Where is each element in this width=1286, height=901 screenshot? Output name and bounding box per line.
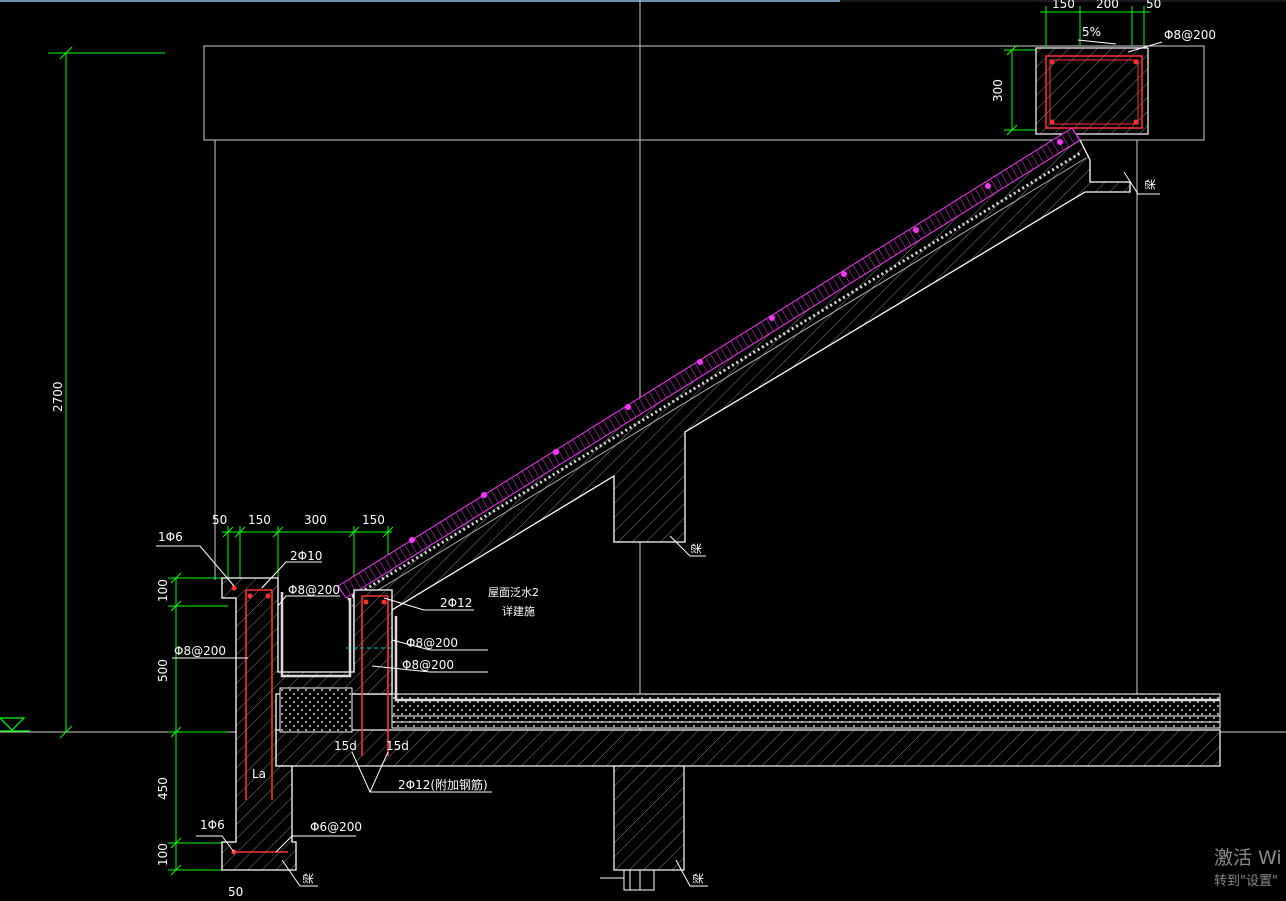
roof-waterproof-note: 屋面泛水2 [488, 586, 539, 599]
window-title-accent [0, 0, 840, 2]
gutter-height-100-top: 100 [156, 579, 170, 602]
rebar-leaders [156, 545, 492, 853]
gutter-height-dimensions [168, 572, 228, 876]
slope-label: 5% [1082, 25, 1101, 39]
overall-height-label: 2700 [51, 381, 65, 412]
top-beam-width-200: 200 [1096, 0, 1119, 11]
level-marker [0, 717, 30, 732]
right-stirrup-2-label: Φ8@200 [402, 658, 454, 672]
top-beam-width-50: 50 [1146, 0, 1161, 11]
bottom-bar-label: 1Φ6 [200, 818, 225, 832]
beam-tag-upper-right: 梁 [1143, 179, 1157, 190]
two-phi12-label: 2Φ12 [440, 596, 472, 610]
bottom-column-stubs [600, 869, 655, 891]
ridge-beam [1035, 47, 1149, 135]
bottom-50-label: 50 [228, 885, 243, 899]
gutter-width-300: 300 [304, 513, 327, 527]
ridge-stirrup-leader [1127, 41, 1163, 53]
roof-tile-markers [409, 139, 1063, 543]
activation-watermark-line2: 转到"设置" [1214, 874, 1278, 889]
beam-tag-leaders [281, 171, 1160, 887]
wall-stirrup-left-label: Φ8@200 [174, 644, 226, 658]
gutter-width-150-right: 150 [362, 513, 385, 527]
overall-height-dimension [48, 46, 165, 739]
added-bars-label: 2Φ12(附加钢筋) [398, 777, 488, 792]
top-beam-height-300: 300 [991, 79, 1005, 102]
beam-tag-mid: 梁 [689, 543, 703, 554]
gutter-width-dimensions [222, 526, 394, 590]
lap-15d-right: 15d [386, 739, 409, 753]
outer-top-bar-label: 1Φ6 [158, 530, 183, 544]
ridge-stirrup-label: Φ8@200 [1164, 28, 1216, 42]
gutter-height-500: 500 [156, 659, 170, 682]
gutter-height-100-bottom: 100 [156, 843, 170, 866]
gutter-section [221, 577, 1220, 871]
beam-tag-lower-mid: 梁 [691, 873, 705, 884]
gutter-stirrup-label: Φ8@200 [288, 583, 340, 597]
gutter-width-50: 50 [212, 513, 227, 527]
bottom-stirrup-label: Φ6@200 [310, 820, 362, 834]
two-phi10-label: 2Φ10 [290, 549, 322, 563]
right-stirrup-1-label: Φ8@200 [406, 636, 458, 650]
top-beam-width-150: 150 [1052, 0, 1075, 11]
la-label: La [252, 767, 266, 781]
detail-ref-note: 详建施 [502, 604, 535, 618]
gutter-height-450: 450 [156, 777, 170, 800]
beam-tag-lower-left: 梁 [301, 873, 315, 884]
lap-15d-left: 15d [334, 739, 357, 753]
activation-watermark-line1: 激活 Wi [1214, 847, 1282, 869]
gutter-width-150-left: 150 [248, 513, 271, 527]
slope-arrow [1077, 39, 1117, 45]
